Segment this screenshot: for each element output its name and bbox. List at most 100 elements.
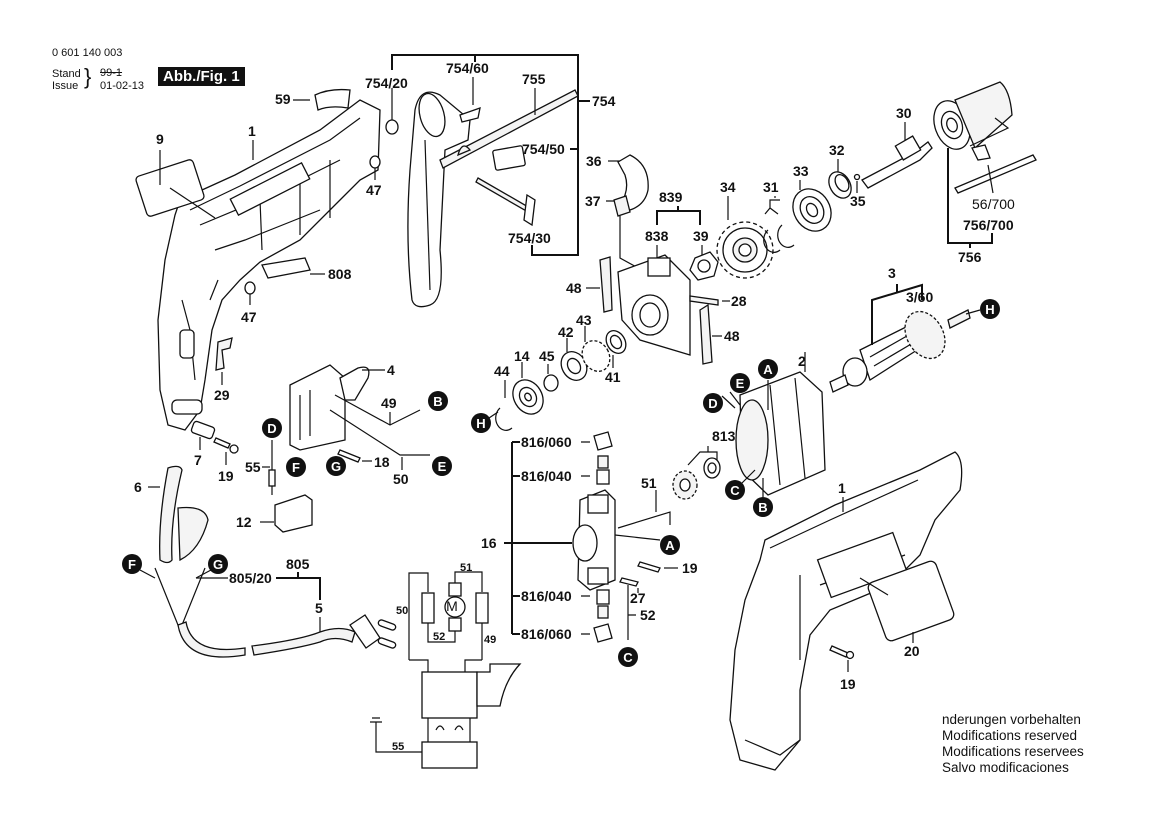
callout-18: 18: [374, 454, 390, 470]
bolt-754-30: [475, 177, 531, 213]
connector-G-switch: G: [326, 456, 346, 476]
wiring-schematic: [370, 571, 522, 769]
callout-4: 4: [387, 362, 395, 378]
callout-19c: 19: [840, 676, 856, 692]
connector-D-field: D: [703, 393, 723, 413]
callout-34: 34: [720, 179, 736, 195]
housing-left-half: [157, 99, 381, 431]
callout-48a: 48: [566, 280, 582, 296]
clip-816-060b: [593, 623, 613, 643]
screw-19c: [829, 645, 849, 658]
callout-50: 50: [393, 471, 409, 487]
ring-41: [605, 330, 627, 354]
label-plate-20: [867, 560, 955, 642]
callout-27: 27: [630, 590, 646, 606]
ring-43: [581, 340, 611, 372]
screw-18: [337, 449, 361, 463]
svg-text:A: A: [665, 538, 675, 553]
callout-16: 16: [481, 535, 497, 551]
washer-47: [369, 155, 381, 169]
part-29: [215, 337, 233, 371]
callout-816-060a: 816/060: [521, 434, 572, 450]
svg-text:G: G: [331, 459, 341, 474]
motor-symbol: M: [446, 598, 458, 614]
figure-label: Abb./Fig. 1: [158, 67, 245, 86]
callout-7: 7: [194, 452, 202, 468]
wire-label-50: 50: [396, 605, 408, 617]
brush-816-040b: [596, 589, 610, 605]
ring-42: [560, 351, 588, 381]
callout-43: 43: [576, 312, 592, 328]
connector-H-right: H: [980, 299, 1000, 319]
bearing-33: [792, 188, 832, 232]
callout-56-700: 56/700: [972, 196, 1015, 212]
callout-14: 14: [514, 348, 530, 364]
ball-35: [853, 173, 861, 181]
spring-48b: [699, 303, 713, 365]
callout-35: 35: [850, 193, 866, 209]
armature-3: [829, 309, 971, 393]
callout-754-20: 754/20: [365, 75, 408, 91]
connector-B-top: B: [428, 391, 448, 411]
clamp-754-50: [492, 145, 526, 171]
screw-19b: [637, 561, 661, 573]
svg-text:B: B: [433, 394, 442, 409]
callout-30: 30: [896, 105, 912, 121]
svg-text:B: B: [758, 500, 767, 515]
part-12: [274, 494, 313, 533]
callout-39: 39: [693, 228, 709, 244]
callout-41: 41: [605, 369, 621, 385]
callout-9: 9: [156, 131, 164, 147]
callout-755: 755: [522, 71, 546, 87]
svg-text:A: A: [763, 362, 773, 377]
brush-holder-813: [672, 457, 721, 500]
callout-52: 52: [640, 607, 656, 623]
callout-1: 1: [248, 123, 256, 139]
brush-holder-16: [572, 489, 616, 591]
callout-1b: 1: [838, 480, 846, 496]
connector-A-field: A: [758, 359, 778, 379]
callout-808: 808: [328, 266, 352, 282]
callout-756: 756: [958, 249, 982, 265]
callout-3: 3: [888, 265, 896, 281]
svg-text:F: F: [292, 460, 300, 475]
note-line: Modifications reserved: [942, 728, 1078, 743]
callout-805-20: 805/20: [229, 570, 272, 586]
connector-E-switch: E: [432, 456, 452, 476]
gear-34: [716, 221, 774, 279]
issue-value: 01-02-13: [100, 80, 145, 92]
connector-D-switch: D: [262, 418, 282, 438]
screw-19: [213, 437, 231, 449]
spring-48a: [599, 256, 613, 313]
callout-756-700: 756/700: [963, 217, 1014, 233]
svg-text:C: C: [623, 650, 633, 665]
brace: }: [84, 64, 92, 89]
note-line: Salvo modificaciones: [942, 760, 1069, 775]
modifications-note: nderungen vorbehalten Modifications rese…: [942, 712, 1084, 776]
wire-label-49: 49: [484, 634, 496, 646]
callout-754: 754: [592, 93, 616, 109]
callout-3-60: 3/60: [906, 289, 933, 305]
callout-839: 839: [659, 189, 683, 205]
callout-28: 28: [731, 293, 747, 309]
screw-27: [619, 577, 639, 587]
callout-6: 6: [134, 479, 142, 495]
stand-label: Stand: [52, 68, 81, 80]
callout-816-040a: 816/040: [521, 468, 572, 484]
sleeve-45: [543, 374, 559, 392]
callout-754-50: 754/50: [522, 141, 565, 157]
callout-47b: 47: [241, 309, 257, 325]
callout-49: 49: [381, 395, 397, 411]
callout-33: 33: [793, 163, 809, 179]
stand-value: 99-1: [100, 67, 123, 79]
callout-19b: 19: [682, 560, 698, 576]
callout-20: 20: [904, 643, 920, 659]
spring-b: [597, 605, 609, 619]
screw-28: [689, 295, 719, 306]
svg-text:D: D: [708, 396, 717, 411]
cord-guard-6: [159, 465, 183, 564]
svg-text:E: E: [438, 459, 447, 474]
spring-a: [597, 455, 609, 469]
